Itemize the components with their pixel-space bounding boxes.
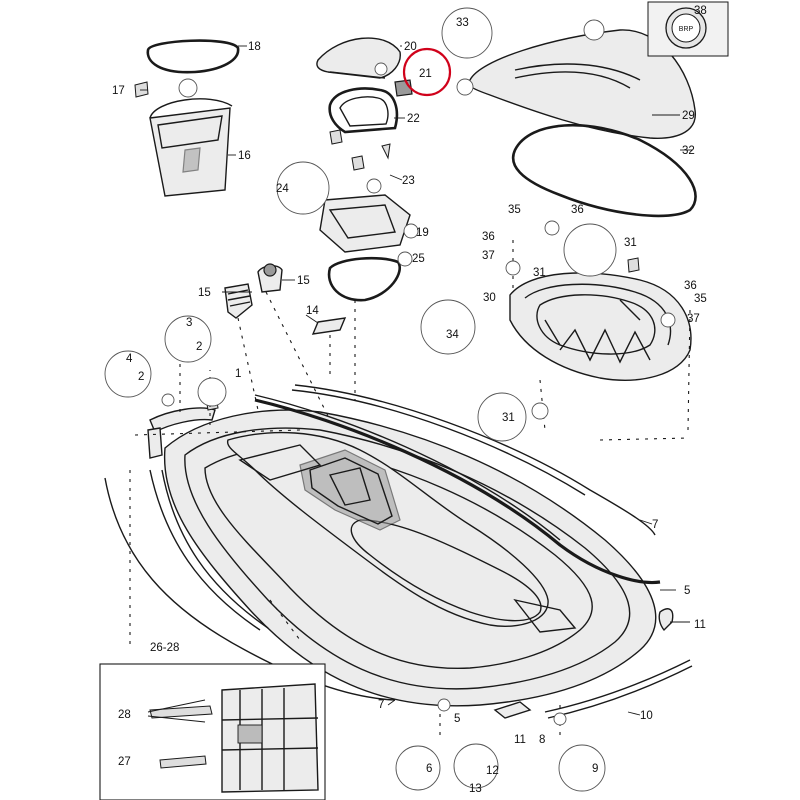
label-30: 30 (483, 292, 496, 304)
drain-plugs (224, 263, 283, 319)
bin-seal (146, 39, 240, 74)
label-36b: 36 (482, 231, 495, 243)
label-1: 1 (235, 368, 241, 380)
label-2a: 2 (196, 341, 202, 353)
label-11b: 11 (514, 734, 526, 746)
label-36a: 36 (571, 204, 584, 216)
label-9: 9 (592, 763, 598, 775)
label-23: 23 (402, 175, 415, 187)
storage-tub (509, 272, 692, 381)
cover-lid (316, 37, 401, 79)
label-38: 38 (694, 5, 707, 17)
label-33: 33 (456, 17, 469, 29)
label-3: 3 (186, 317, 192, 329)
part-numbers: 18 17 16 20 21 22 23 24 19 25 15 15 14 3… (112, 5, 707, 795)
hood (467, 29, 696, 139)
deck-body (163, 409, 657, 707)
label-8: 8 (539, 734, 545, 746)
label-20: 20 (404, 41, 417, 53)
label-19: 19 (416, 227, 429, 239)
label-22: 22 (407, 113, 420, 125)
label-31a: 31 (624, 237, 637, 249)
label-14: 14 (306, 305, 319, 317)
label-34: 34 (446, 329, 459, 341)
label-6: 6 (426, 763, 432, 775)
label-32: 32 (682, 145, 695, 157)
label-27: 27 (118, 756, 131, 768)
label-31c: 31 (502, 412, 515, 424)
kit-box (99, 663, 326, 800)
lid-gasket (328, 87, 399, 134)
label-5b: 5 (454, 713, 460, 725)
deck-trim-strips (104, 317, 693, 719)
label-12: 12 (486, 765, 499, 777)
gauge-housing (319, 194, 411, 253)
label-37b: 37 (687, 313, 700, 325)
label-4: 4 (126, 353, 133, 365)
storage-bin (149, 98, 233, 197)
label-5a: 5 (684, 585, 690, 597)
label-7a: 7 (652, 519, 658, 531)
label-17: 17 (112, 85, 125, 97)
housing-gasket (327, 256, 401, 302)
label-28: 28 (118, 709, 131, 721)
highlight-ring (402, 47, 452, 97)
label-13: 13 (469, 783, 482, 795)
label-kit: 26-28 (150, 642, 179, 654)
bin-clip (134, 81, 149, 98)
label-10: 10 (640, 710, 653, 722)
label-15a: 15 (198, 287, 211, 299)
label-37a: 37 (482, 250, 495, 262)
label-31b: 31 (533, 267, 546, 279)
label-25: 25 (412, 253, 425, 265)
label-24: 24 (276, 183, 289, 195)
label-7b: 7 (378, 699, 384, 711)
hood-seal (511, 123, 697, 218)
label-36c: 36 (684, 280, 697, 292)
fasteners-23 (329, 129, 391, 171)
label-15b: 15 (297, 275, 310, 287)
label-21: 21 (419, 68, 432, 80)
gauge-text: BRP (679, 26, 694, 33)
label-35a: 35 (508, 204, 521, 216)
label-18: 18 (248, 41, 261, 53)
gauge-cluster: BRP (647, 1, 729, 57)
label-16: 16 (238, 150, 251, 162)
callout-rings (104, 7, 676, 792)
label-11a: 11 (694, 619, 706, 631)
label-29: 29 (682, 110, 695, 122)
label-2b: 2 (138, 371, 144, 383)
label-35b: 35 (694, 293, 707, 305)
